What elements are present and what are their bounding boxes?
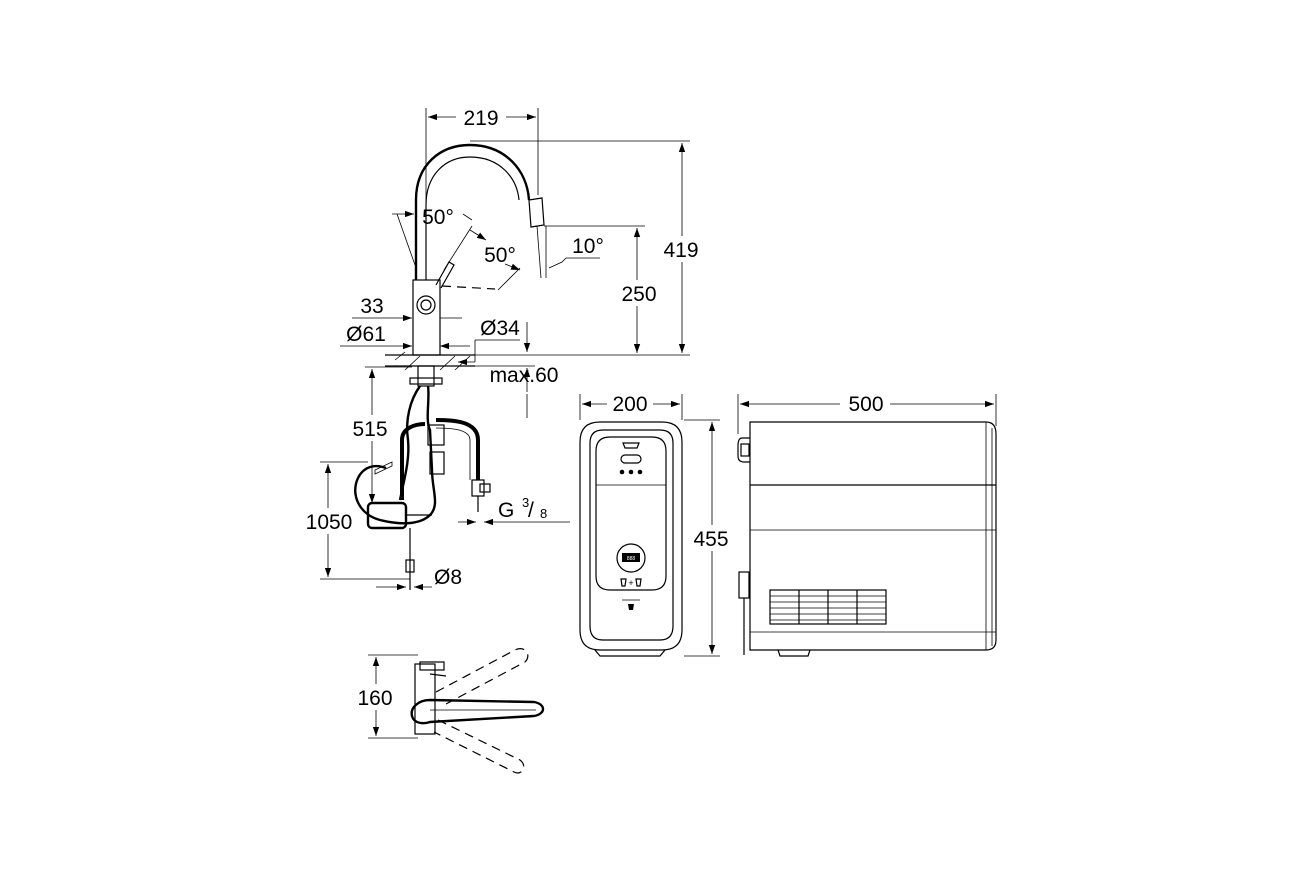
dim-connection-thread: G	[498, 499, 514, 522]
dim-chiller-width: 200	[612, 393, 647, 416]
dim-lever-angle-right: 50°	[484, 244, 516, 267]
dim-thread-denominator: 8	[540, 506, 547, 521]
hose-braided	[435, 418, 480, 480]
dim-chiller-depth: 500	[848, 393, 883, 416]
dim-base-diameter: Ø61	[346, 323, 386, 346]
dim-thread-numerator: 3	[522, 495, 529, 510]
chiller-panel	[595, 436, 667, 591]
faucet-top-view: 160	[352, 648, 545, 774]
top-spout	[410, 698, 545, 725]
shank	[417, 365, 435, 387]
dim-max-deck: max.60	[490, 364, 559, 387]
dim-pipe-diameter: Ø8	[434, 566, 462, 589]
lever-hub	[416, 295, 436, 315]
dim-hose-length: 515	[352, 418, 387, 441]
chiller-front-outline	[579, 421, 683, 651]
spout-inner	[425, 156, 520, 280]
spray-head	[528, 197, 545, 228]
valve-block	[427, 424, 445, 446]
svg-text:/: /	[528, 499, 534, 522]
spout	[414, 143, 531, 280]
chiller-side-outline	[749, 421, 997, 651]
vent-grille	[769, 589, 887, 625]
lever-hub-inner	[420, 299, 432, 311]
faucet-side-view: 219 419 250 50° 50° 10° 33	[300, 104, 702, 591]
svg-text:+: +	[628, 578, 633, 588]
dim-hole-diameter: Ø34	[480, 317, 520, 340]
dim-spout-reach: 219	[463, 107, 498, 130]
dim-spout-height: 250	[621, 283, 656, 306]
dim-lever-offset: 33	[360, 295, 383, 318]
dim-chiller-height: 455	[693, 528, 728, 551]
chiller-front-view: 888 + 200 455	[579, 390, 734, 657]
display-button	[616, 543, 646, 573]
dim-supply-length: 1050	[306, 511, 353, 534]
dim-spray-angle: 10°	[572, 235, 604, 258]
faucet-body	[412, 279, 441, 356]
lever	[435, 261, 455, 289]
chiller-side-view: 500	[737, 390, 997, 657]
dim-lever-angle-left: 50°	[422, 206, 454, 229]
dim-top-view-depth: 160	[357, 687, 392, 710]
dim-total-height: 419	[663, 239, 698, 262]
chiller-display: 888	[627, 556, 636, 562]
